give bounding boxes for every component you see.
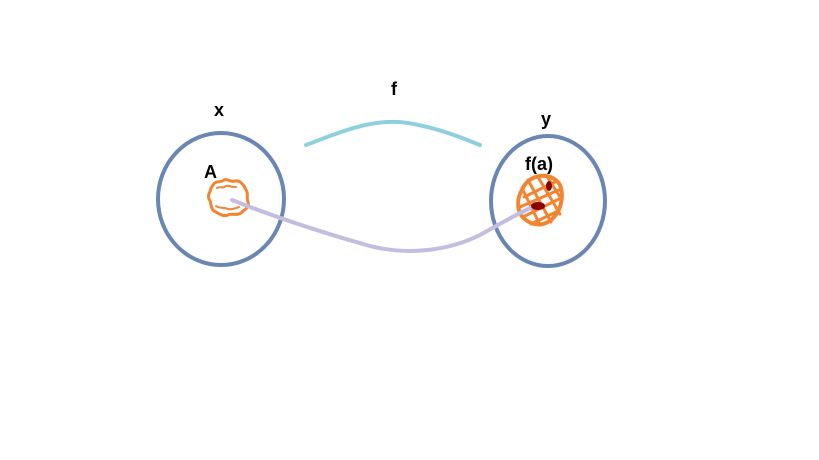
mapping-curve xyxy=(230,198,539,253)
function-label: f xyxy=(391,79,397,99)
set-y-label: y xyxy=(541,109,552,129)
subset-a-label: A xyxy=(204,162,217,182)
image-point-mark-top xyxy=(546,181,552,191)
image-label: f(a) xyxy=(525,154,553,174)
image-point-mark xyxy=(531,202,545,210)
set-x-label: x xyxy=(214,100,225,120)
subset-a-scribble xyxy=(215,184,240,211)
set-y-circle xyxy=(489,134,607,268)
function-arc xyxy=(304,119,482,147)
set-x-circle xyxy=(156,131,286,267)
